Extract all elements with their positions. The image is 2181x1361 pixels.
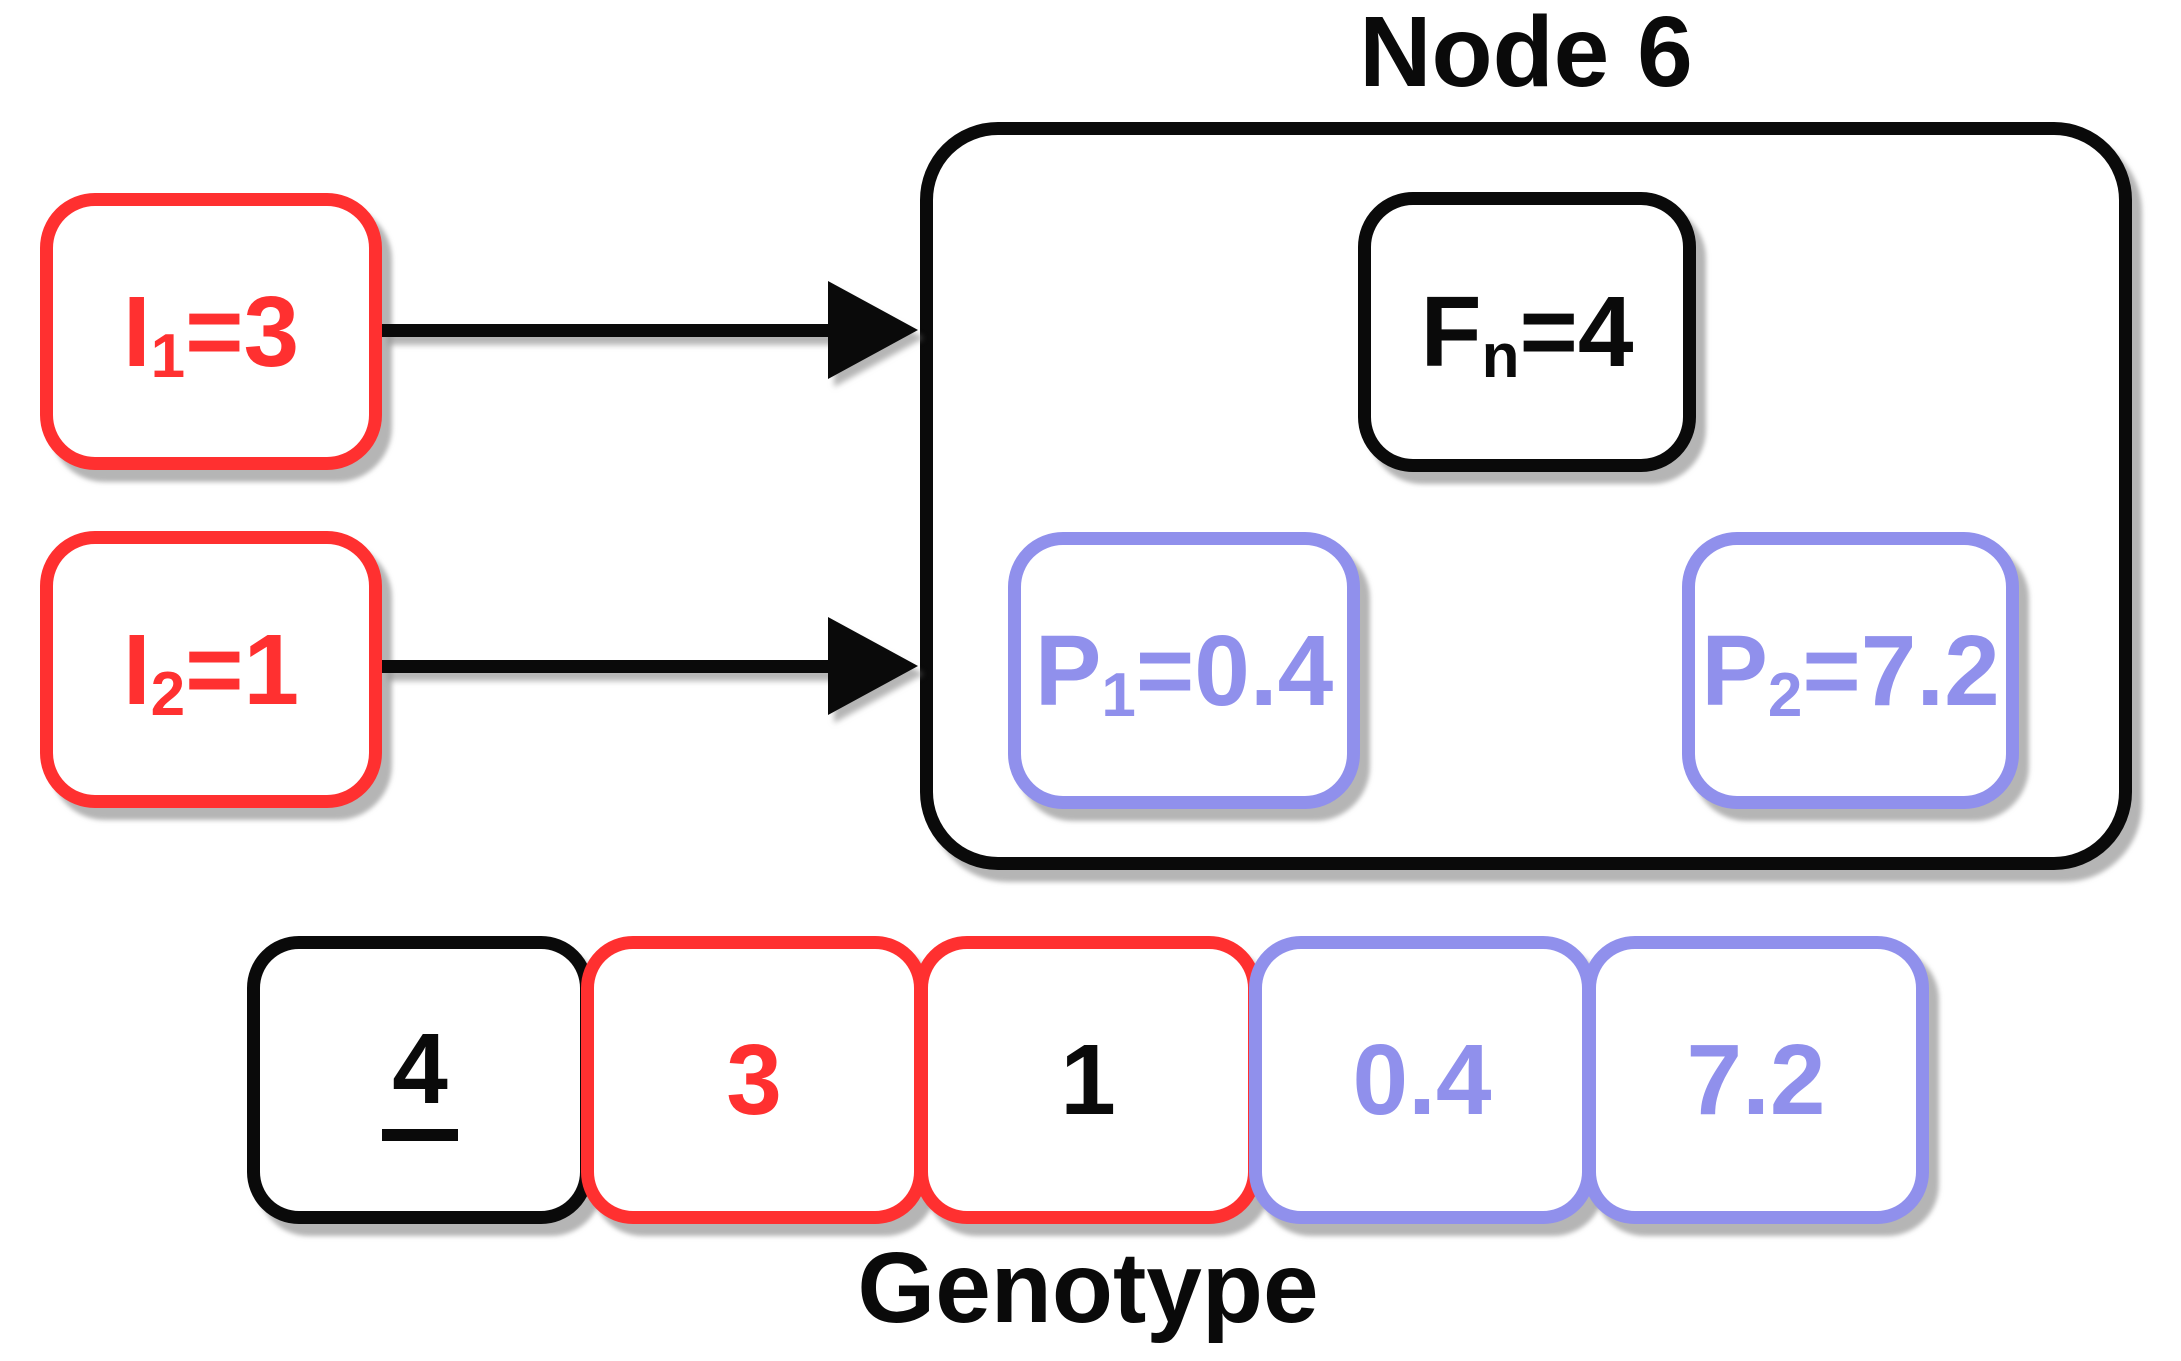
input1-box: I1=3: [40, 193, 382, 470]
input1-base: I: [122, 275, 151, 388]
function-subscript: n: [1481, 322, 1520, 392]
function-value: =4: [1519, 276, 1634, 388]
genotype-row: 4 3 1 0.4 7.2: [247, 936, 1929, 1224]
node-title: Node 6: [1359, 0, 1693, 108]
param1-base: P: [1034, 614, 1102, 727]
input1-label: I1=3: [123, 282, 299, 388]
param1-box: P1=0.4: [1008, 532, 1360, 809]
genotype-cell-input1-value: 3: [726, 1024, 782, 1136]
param2-label: P2=7.2: [1701, 621, 2000, 727]
param2-box: P2=7.2: [1682, 532, 2019, 809]
input2-box: I2=1: [40, 531, 382, 808]
input1-subscript: 1: [150, 321, 186, 391]
genotype-cell-param1: 0.4: [1249, 936, 1595, 1224]
param2-base: P: [1701, 614, 1768, 727]
param1-subscript: 1: [1101, 660, 1136, 730]
genotype-cell-input2-value: 1: [1060, 1024, 1116, 1136]
arrowhead-icon: [828, 617, 918, 715]
genotype-cell-param2: 7.2: [1583, 936, 1929, 1224]
param2-subscript: 2: [1767, 660, 1803, 730]
function-box: Fn=4: [1358, 192, 1696, 472]
genotype-cell-function-value: 4: [382, 1019, 458, 1141]
function-label: Fn=4: [1421, 282, 1634, 388]
input1-value: =3: [185, 275, 300, 388]
genotype-cell-function: 4: [247, 936, 593, 1224]
genotype-label: Genotype: [857, 1232, 1319, 1344]
input2-subscript: 2: [150, 659, 186, 729]
genotype-cell-param2-value: 7.2: [1686, 1024, 1826, 1136]
genotype-cell-input1: 3: [581, 936, 927, 1224]
param2-value: =7.2: [1802, 614, 2000, 727]
input2-label: I2=1: [123, 620, 299, 726]
input2-base: I: [122, 613, 151, 726]
arrow-input1-line: [382, 323, 828, 337]
arrow-input2-line: [382, 659, 828, 673]
arrow-input1: [382, 281, 918, 379]
param1-value: =0.4: [1135, 614, 1334, 727]
arrow-input2: [382, 617, 918, 715]
genotype-cell-input2: 1: [915, 936, 1261, 1224]
function-base: F: [1420, 276, 1482, 388]
input2-value: =1: [185, 613, 300, 726]
arrowhead-icon: [828, 281, 918, 379]
genotype-cell-param1-value: 0.4: [1352, 1024, 1492, 1136]
param1-label: P1=0.4: [1035, 621, 1334, 727]
